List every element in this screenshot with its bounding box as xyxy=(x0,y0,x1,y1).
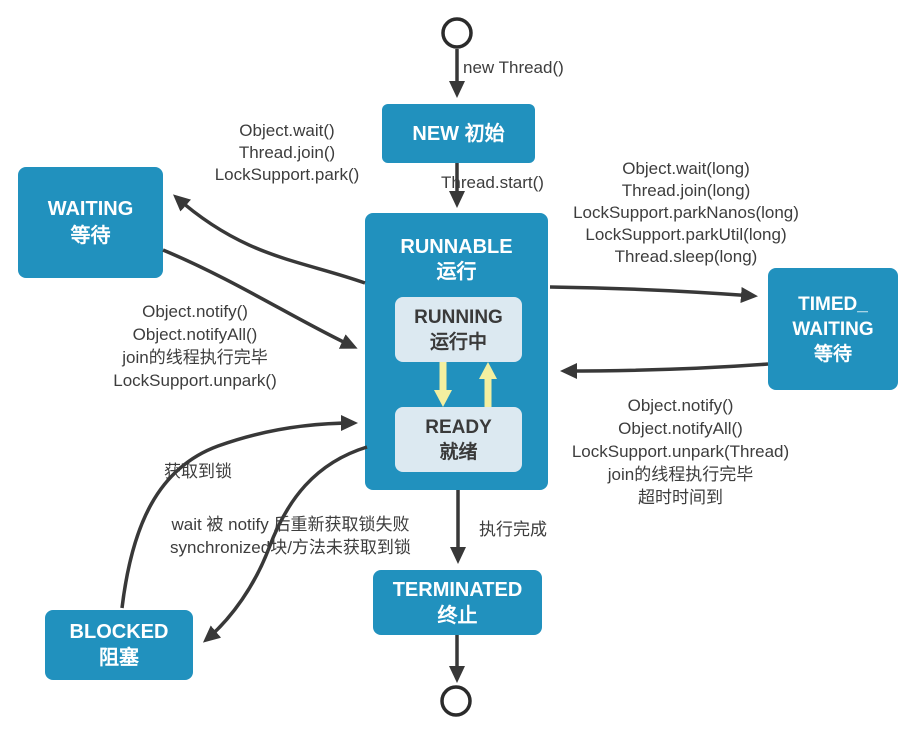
edge-label-new-thread: new Thread() xyxy=(463,58,564,77)
edge-label-runnable-to-timed-waiting: Object.wait(long) Thread.join(long) Lock… xyxy=(573,159,799,266)
edge-label-runnable-to-waiting: Object.wait() Thread.join() LockSupport.… xyxy=(214,121,360,184)
edge-label-blocked-to-runnable: 获取到锁 xyxy=(164,462,232,481)
edge-label-timed-waiting-to-runnable: Object.notify() Object.notifyAll() LockS… xyxy=(571,396,790,507)
end-circle xyxy=(440,685,472,717)
start-circle xyxy=(441,17,473,49)
state-node-runnable-label: RUNNABLE 运行 xyxy=(400,236,513,283)
state-node-terminated: TERMINATED 终止 xyxy=(373,570,542,635)
state-node-ready: READY 就绪 xyxy=(395,407,522,472)
edge-label-runnable-to-blocked: wait 被 notify 后重新获取锁失败 synchronized块/方法未… xyxy=(170,515,411,557)
state-node-blocked: BLOCKED 阻塞 xyxy=(45,610,193,680)
state-node-timed-waiting: TIMED_ WAITING 等待 xyxy=(768,268,898,390)
arrow-runnable-to-timed-waiting xyxy=(549,285,758,304)
edge-label-runnable-to-terminated: 执行完成 xyxy=(479,520,547,539)
arrow-runnable-to-waiting xyxy=(173,194,366,285)
state-node-waiting: WAITING 等待 xyxy=(18,167,163,278)
state-node-running: RUNNING 运行中 xyxy=(395,297,522,362)
edge-label-waiting-to-runnable: Object.notify() Object.notifyAll() join的… xyxy=(113,302,277,390)
edge-label-thread-start: Thread.start() xyxy=(441,173,544,192)
arrow-timed-waiting-to-runnable xyxy=(560,362,769,379)
state-node-new: NEW 初始 xyxy=(382,104,535,163)
